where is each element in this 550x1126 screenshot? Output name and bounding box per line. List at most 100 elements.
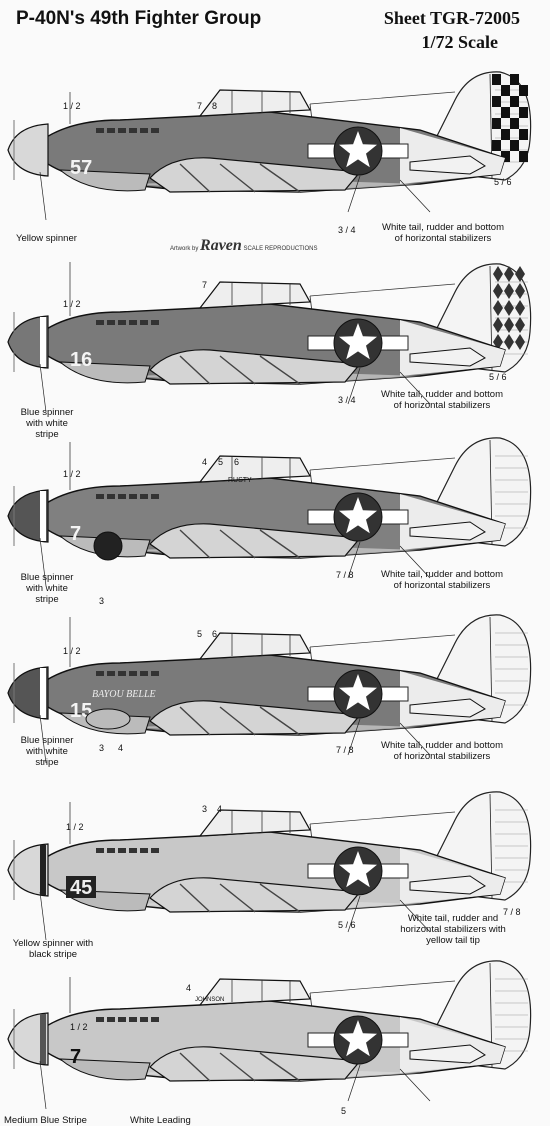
wing-panel-line xyxy=(179,706,211,736)
horizontal-stabilizer xyxy=(409,698,486,718)
code-label: 5 / 6 xyxy=(489,372,507,382)
exhaust-stack xyxy=(107,671,115,676)
canopy xyxy=(198,632,311,660)
wing-panel-line xyxy=(219,706,256,736)
horizontal-stabilizer xyxy=(409,521,486,541)
diamond-pattern xyxy=(493,266,525,350)
wing-panel-line xyxy=(219,883,256,913)
code-label: 4 xyxy=(118,743,124,753)
exhaust-stack xyxy=(96,128,104,133)
code-label: 7 / 8 xyxy=(336,745,354,755)
fuselage-number: 16 xyxy=(70,349,92,371)
leader-line xyxy=(399,722,431,756)
spinner-note: Blue spinner with white stripe xyxy=(20,572,74,605)
scale-label: 1/72 Scale xyxy=(421,32,499,52)
diamond-mark xyxy=(504,334,514,350)
wing xyxy=(149,700,362,736)
us-star-insignia xyxy=(307,318,409,368)
checker-square xyxy=(501,107,510,118)
leader-line xyxy=(39,891,47,941)
exhaust-stack xyxy=(107,128,115,133)
wing-panel-line xyxy=(259,706,301,736)
leader-line xyxy=(39,1060,47,1110)
diamond-mark xyxy=(515,283,525,299)
us-star-insignia xyxy=(307,492,409,542)
exhaust-stack xyxy=(118,848,126,853)
leader-line xyxy=(347,895,361,933)
credit-suffix: SCALE REPRODUCTIONS xyxy=(243,246,318,252)
canopy-name-text: JOHNSON xyxy=(195,997,224,1003)
code-label: 3 xyxy=(99,596,105,606)
horizontal-stabilizer xyxy=(409,155,486,175)
tail-note: White tail, rudder and bottom of horizon… xyxy=(382,222,504,244)
spinner xyxy=(7,1012,49,1066)
exhaust-stack xyxy=(107,1017,115,1022)
code-label: 3 / 4 xyxy=(338,225,356,235)
leader-line xyxy=(39,171,47,221)
leader-line xyxy=(399,179,431,213)
exhaust-stack xyxy=(118,128,126,133)
code-label: 1 / 2 xyxy=(63,101,81,111)
aircraft-drawing: 16 xyxy=(7,262,532,413)
diamond-mark xyxy=(504,317,514,333)
antenna-wire xyxy=(309,634,456,648)
exhaust-stack xyxy=(107,320,115,325)
code-label: 1 / 2 xyxy=(63,646,81,656)
checker-square xyxy=(492,118,501,129)
exhaust-stack xyxy=(96,671,104,676)
nose-art-text: BAYOU BELLE xyxy=(92,689,156,700)
checker-square xyxy=(519,107,528,118)
wing-panel-line xyxy=(179,883,211,913)
code-label: 5 / 6 xyxy=(338,920,356,930)
exhaust-stack xyxy=(129,320,137,325)
exhaust-stacks xyxy=(96,1017,159,1022)
wing-panel-line xyxy=(259,883,301,913)
exhaust-stack xyxy=(96,494,104,499)
aircraft-profile-5: 45 1 / 2 3 4 5 / 6 7 / 8 Yellow spinner … xyxy=(0,790,550,965)
checker-pattern xyxy=(492,74,528,162)
diamond-mark xyxy=(504,283,514,299)
wing-panel-line xyxy=(179,163,211,193)
wing-panel-line xyxy=(259,1052,301,1082)
wing-panel-line xyxy=(259,355,301,385)
wing xyxy=(149,157,362,193)
insignia-star xyxy=(339,131,377,168)
wing-panel-line xyxy=(219,163,256,193)
checker-square xyxy=(519,129,528,140)
exhaust-stack xyxy=(107,848,115,853)
checker-square xyxy=(501,151,510,162)
antenna-wire xyxy=(309,980,456,994)
leader-line xyxy=(347,718,361,756)
checker-square xyxy=(492,140,501,151)
tail-note: White tail, rudder and horizontal stabil… xyxy=(400,913,506,946)
code-label: 4 xyxy=(186,983,192,993)
spinner xyxy=(7,315,49,369)
exhaust-stack xyxy=(151,494,159,499)
antenna-wire xyxy=(309,457,456,471)
leader-line xyxy=(39,363,47,413)
code-label: 5 xyxy=(341,1106,347,1116)
exhaust-stack xyxy=(151,671,159,676)
leader-line xyxy=(399,545,431,579)
code-label: 7 / 8 xyxy=(503,907,521,917)
us-star-insignia xyxy=(307,1015,409,1065)
code-label: 7 / 8 xyxy=(336,570,354,580)
spinner-stripe xyxy=(40,491,46,541)
exhaust-stack xyxy=(118,671,126,676)
fuselage-number: 45 xyxy=(70,877,92,899)
radiator-intake xyxy=(58,1058,151,1081)
diamond-mark xyxy=(493,283,503,299)
code-label: 5 / 6 xyxy=(494,177,512,187)
diamond-mark xyxy=(515,266,525,282)
credit-prefix: Artwork by xyxy=(170,246,199,252)
wing xyxy=(149,877,362,913)
us-star-insignia xyxy=(307,126,409,176)
exhaust-stack xyxy=(140,128,148,133)
wing-panel-line xyxy=(219,1052,256,1082)
exhaust-stack xyxy=(129,1017,137,1022)
exhaust-stack xyxy=(151,320,159,325)
